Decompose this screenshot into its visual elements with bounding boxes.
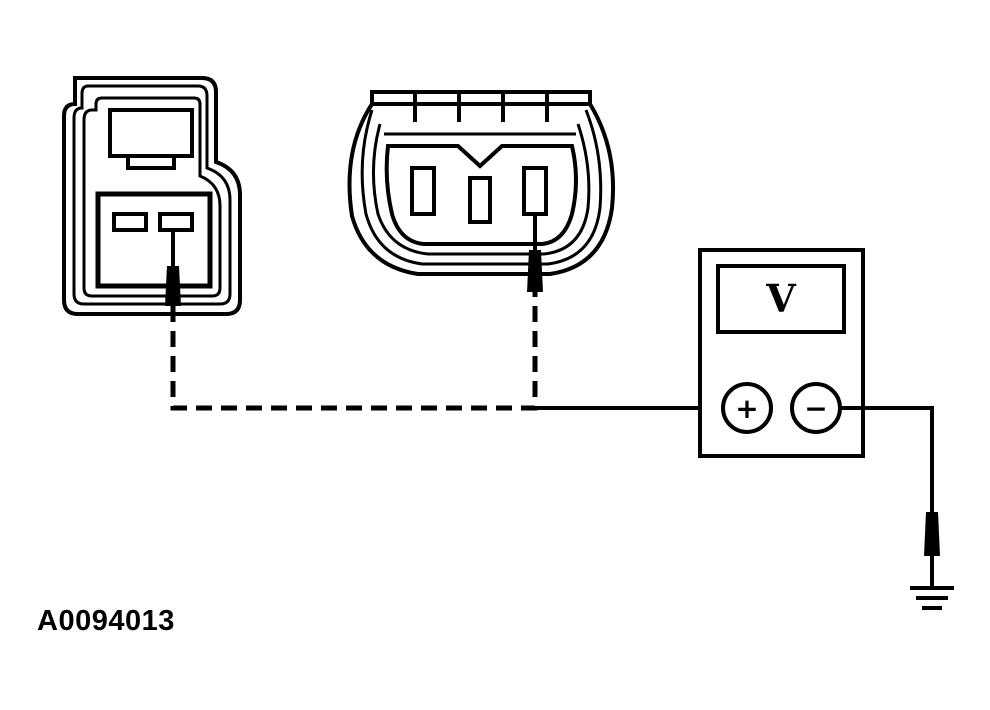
- positive-terminal-label: +: [735, 392, 758, 425]
- left-test-probe: [165, 230, 181, 306]
- voltmeter: V + −: [698, 248, 865, 458]
- figure-id: A0094013: [37, 605, 175, 637]
- ground-icon: [910, 586, 954, 610]
- voltmeter-display-text: V: [765, 276, 797, 321]
- center-test-probe: [527, 214, 543, 292]
- negative-terminal-label: −: [804, 392, 827, 425]
- dashed-jumper-wire: [170, 292, 538, 411]
- voltmeter-display: [716, 264, 846, 334]
- ground-lead: [840, 406, 940, 586]
- two-pin-connector: [62, 76, 242, 316]
- positive-terminal: [721, 382, 773, 434]
- three-pin-connector: [347, 90, 616, 276]
